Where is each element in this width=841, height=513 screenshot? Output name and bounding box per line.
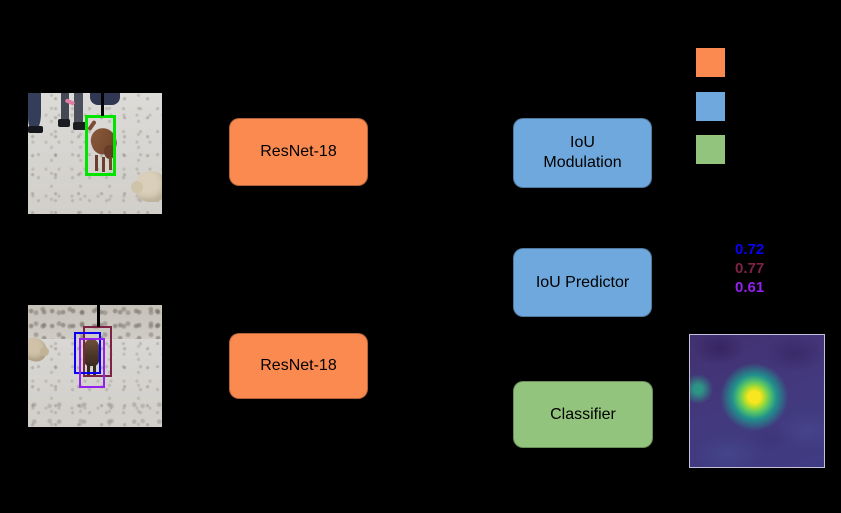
legend-swatch-classifier <box>696 135 725 164</box>
iou-predictor-block: IoU Predictor <box>513 248 652 317</box>
connector-line <box>97 305 100 327</box>
target-annotation-box <box>85 115 116 176</box>
person-leg <box>74 93 83 125</box>
resnet-block-bottom: ResNet-18 <box>229 333 368 399</box>
target-dog-leg <box>102 157 105 172</box>
person-jacket <box>90 93 120 105</box>
other-dog-head <box>131 181 143 193</box>
connector-line <box>101 93 104 116</box>
iou-modulation-block: IoU Modulation <box>513 118 652 188</box>
target-dog-leg <box>95 155 98 171</box>
confidence-heatmap <box>689 334 825 468</box>
candidate-box-purple <box>79 338 105 388</box>
person-boot <box>73 122 86 130</box>
target-dog-leg <box>87 363 90 376</box>
test-frame-image <box>28 305 162 427</box>
reference-frame-image <box>28 93 162 214</box>
person-figure <box>28 93 41 130</box>
iou-score-blue: 0.72 <box>735 241 765 258</box>
candidate-box-blue <box>74 332 101 374</box>
resnet-block-top: ResNet-18 <box>229 118 368 186</box>
person-shoe <box>28 126 43 133</box>
person-leg <box>61 93 69 122</box>
target-dog-leg <box>93 365 96 377</box>
iou-score-purple: 0.61 <box>735 279 765 296</box>
iou-score-maroon: 0.77 <box>735 260 765 277</box>
legend-swatch-backbone <box>696 48 725 77</box>
target-dog-body <box>83 339 100 366</box>
target-dog-leg <box>109 157 112 170</box>
classifier-block: Classifier <box>513 381 653 448</box>
target-dog-head <box>104 145 115 159</box>
legend-swatch-iou-network <box>696 92 725 121</box>
snow-texture-band <box>28 397 162 427</box>
candidate-box-maroon <box>83 326 112 377</box>
iou-score-list: 0.72 0.77 0.61 <box>735 240 764 297</box>
other-dog-head <box>40 347 49 356</box>
person-boot <box>58 119 70 127</box>
